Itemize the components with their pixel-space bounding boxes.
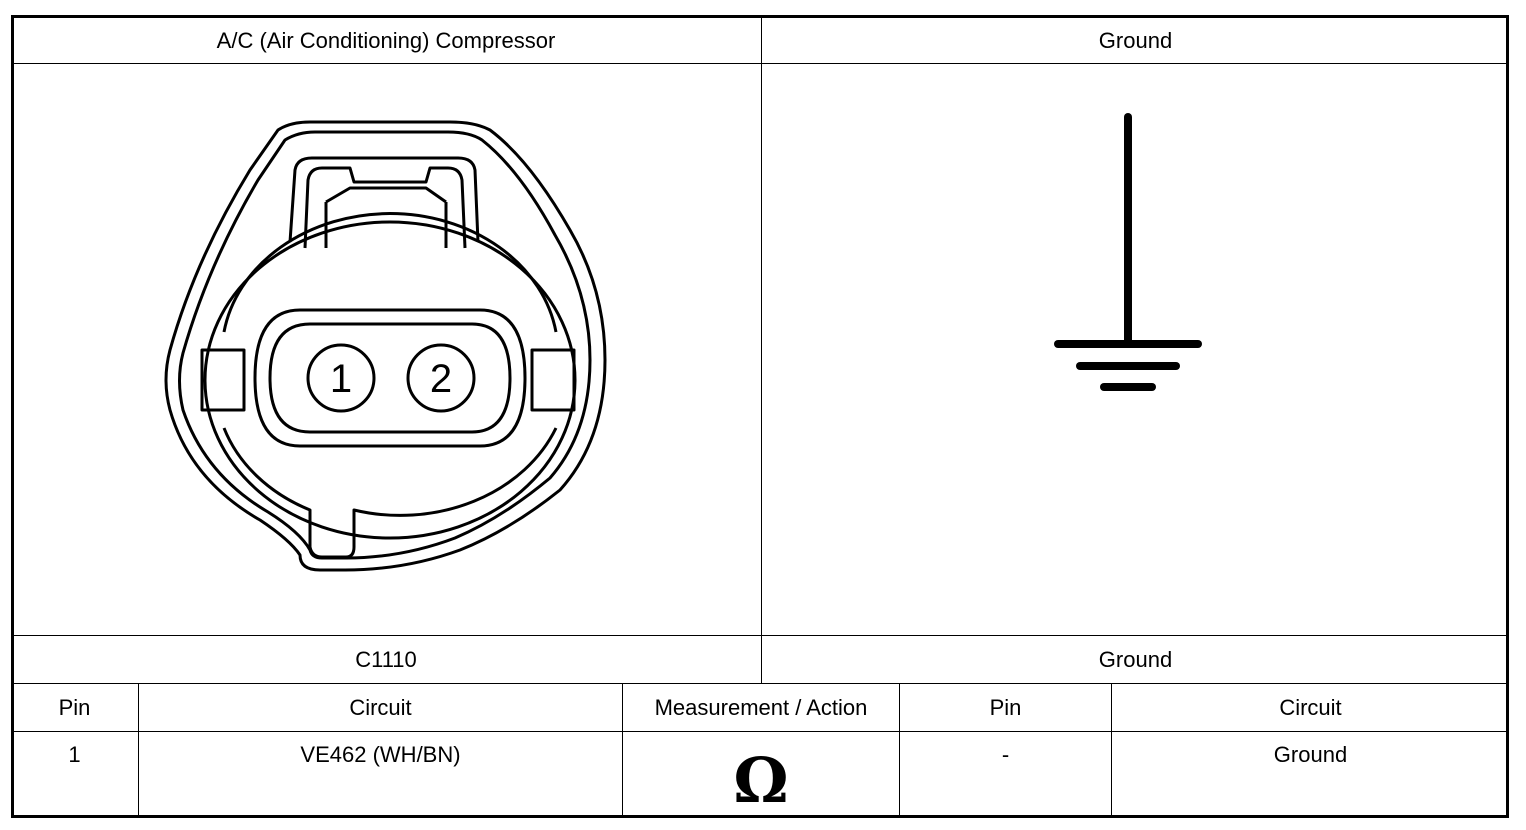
grid-line bbox=[622, 683, 623, 818]
grid-line bbox=[1111, 683, 1112, 818]
grid-line bbox=[138, 683, 139, 818]
row-measurement-symbol: Ω bbox=[733, 744, 789, 817]
grid-line bbox=[11, 63, 1509, 64]
column-header-measurement: Measurement / Action bbox=[654, 694, 868, 720]
grid-line bbox=[11, 731, 1509, 732]
component-title: A/C (Air Conditioning) Compressor bbox=[216, 27, 556, 53]
grid-line bbox=[761, 15, 762, 683]
ground-title: Ground bbox=[1098, 27, 1173, 53]
column-header-circuit: Circuit bbox=[349, 694, 412, 720]
column-header-pin-2: Pin bbox=[989, 694, 1022, 720]
column-header-circuit-2: Circuit bbox=[1279, 694, 1342, 720]
pin-2-label: 2 bbox=[430, 357, 452, 401]
grid-line bbox=[11, 635, 1509, 636]
grid-line bbox=[11, 683, 1509, 684]
row-circuit: VE462 (WH/BN) bbox=[300, 742, 461, 767]
ohm-symbol: Ω bbox=[623, 732, 899, 818]
connector-test-table bbox=[11, 15, 1509, 818]
column-header-pin: Pin bbox=[58, 694, 91, 720]
pin-1-label: 1 bbox=[330, 357, 352, 401]
connector-id-label: C1110 bbox=[355, 646, 417, 672]
row-circuit-2: Ground bbox=[1273, 742, 1348, 767]
ground-label: Ground bbox=[1098, 646, 1173, 672]
row-pin-2: - bbox=[1001, 742, 1010, 767]
row-pin: 1 bbox=[68, 742, 81, 767]
connector-face-diagram: 1 2 bbox=[164, 120, 607, 572]
ground-symbol bbox=[1054, 113, 1202, 391]
grid-line bbox=[899, 683, 900, 818]
